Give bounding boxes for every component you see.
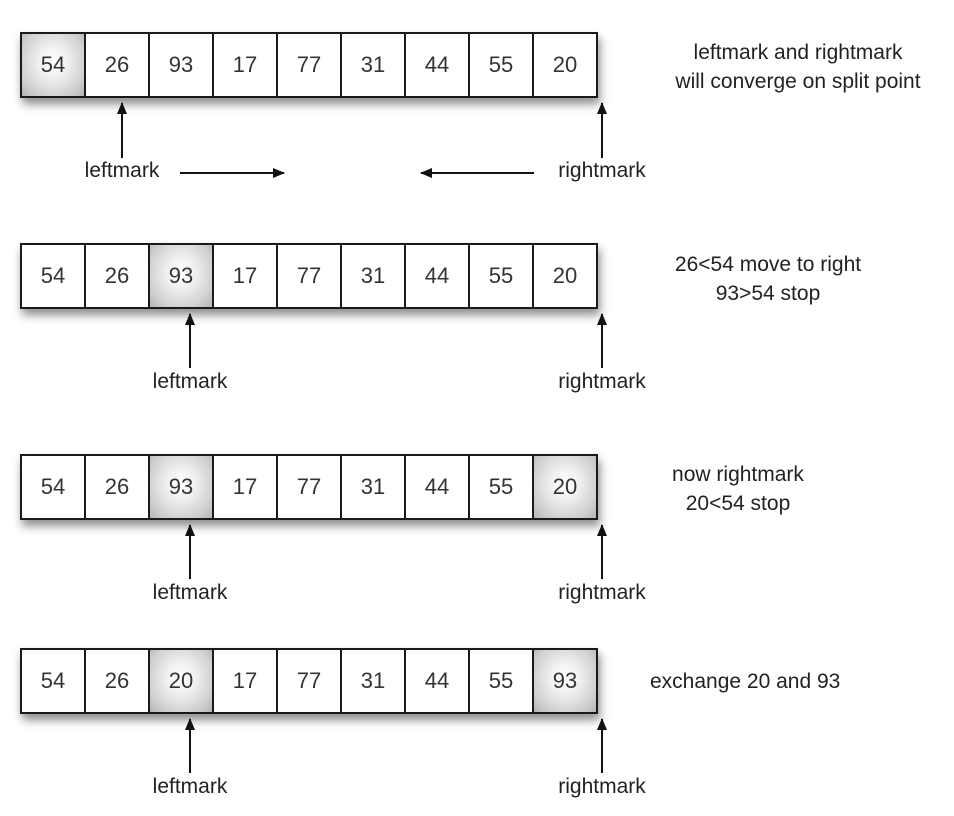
step-note: exchange 20 and 93 [650, 670, 841, 693]
array-cell: 26 [84, 648, 150, 714]
array-row: 54 26 20 17 77 31 44 55 93 [20, 648, 598, 714]
rightmark-label: rightmark [558, 775, 646, 798]
array-cell-highlighted: 93 [148, 243, 214, 309]
leftmark-label: leftmark [152, 775, 228, 798]
array-row: 54 26 93 17 77 31 44 55 20 [20, 243, 598, 309]
step-note: 26<54 move to right 93>54 stop [674, 253, 862, 305]
array-cell: 44 [404, 454, 470, 520]
array-cell: 26 [84, 32, 150, 98]
array-cell: 20 [532, 32, 598, 98]
array-cell: 44 [404, 648, 470, 714]
array-cell: 77 [276, 243, 342, 309]
array-cell: 77 [276, 32, 342, 98]
step-note: leftmark and rightmark will converge on … [675, 41, 921, 93]
array-cell: 44 [404, 243, 470, 309]
leftmark-label: leftmark [84, 159, 160, 182]
array-cell: 17 [212, 32, 278, 98]
array-cell: 20 [532, 243, 598, 309]
array-cell: 31 [340, 454, 406, 520]
array-cell-highlighted: 93 [532, 648, 598, 714]
array-cell-highlighted: 54 [20, 32, 86, 98]
array-cell: 77 [276, 648, 342, 714]
array-cell: 31 [340, 648, 406, 714]
array-cell-highlighted: 20 [532, 454, 598, 520]
array-cell: 77 [276, 454, 342, 520]
array-row: 54 26 93 17 77 31 44 55 20 [20, 32, 598, 98]
rightmark-label: rightmark [558, 370, 646, 393]
array-row: 54 26 93 17 77 31 44 55 20 [20, 454, 598, 520]
rightmark-label: rightmark [558, 159, 646, 182]
array-cell: 55 [468, 32, 534, 98]
leftmark-label: leftmark [152, 581, 228, 604]
rightmark-label: rightmark [558, 581, 646, 604]
array-cell: 54 [20, 243, 86, 309]
array-cell: 31 [340, 32, 406, 98]
array-cell: 55 [468, 648, 534, 714]
leftmark-label: leftmark [152, 370, 228, 393]
step-note: now rightmark 20<54 stop [672, 463, 804, 515]
array-cell: 31 [340, 243, 406, 309]
array-cell: 17 [212, 648, 278, 714]
array-cell: 54 [20, 648, 86, 714]
